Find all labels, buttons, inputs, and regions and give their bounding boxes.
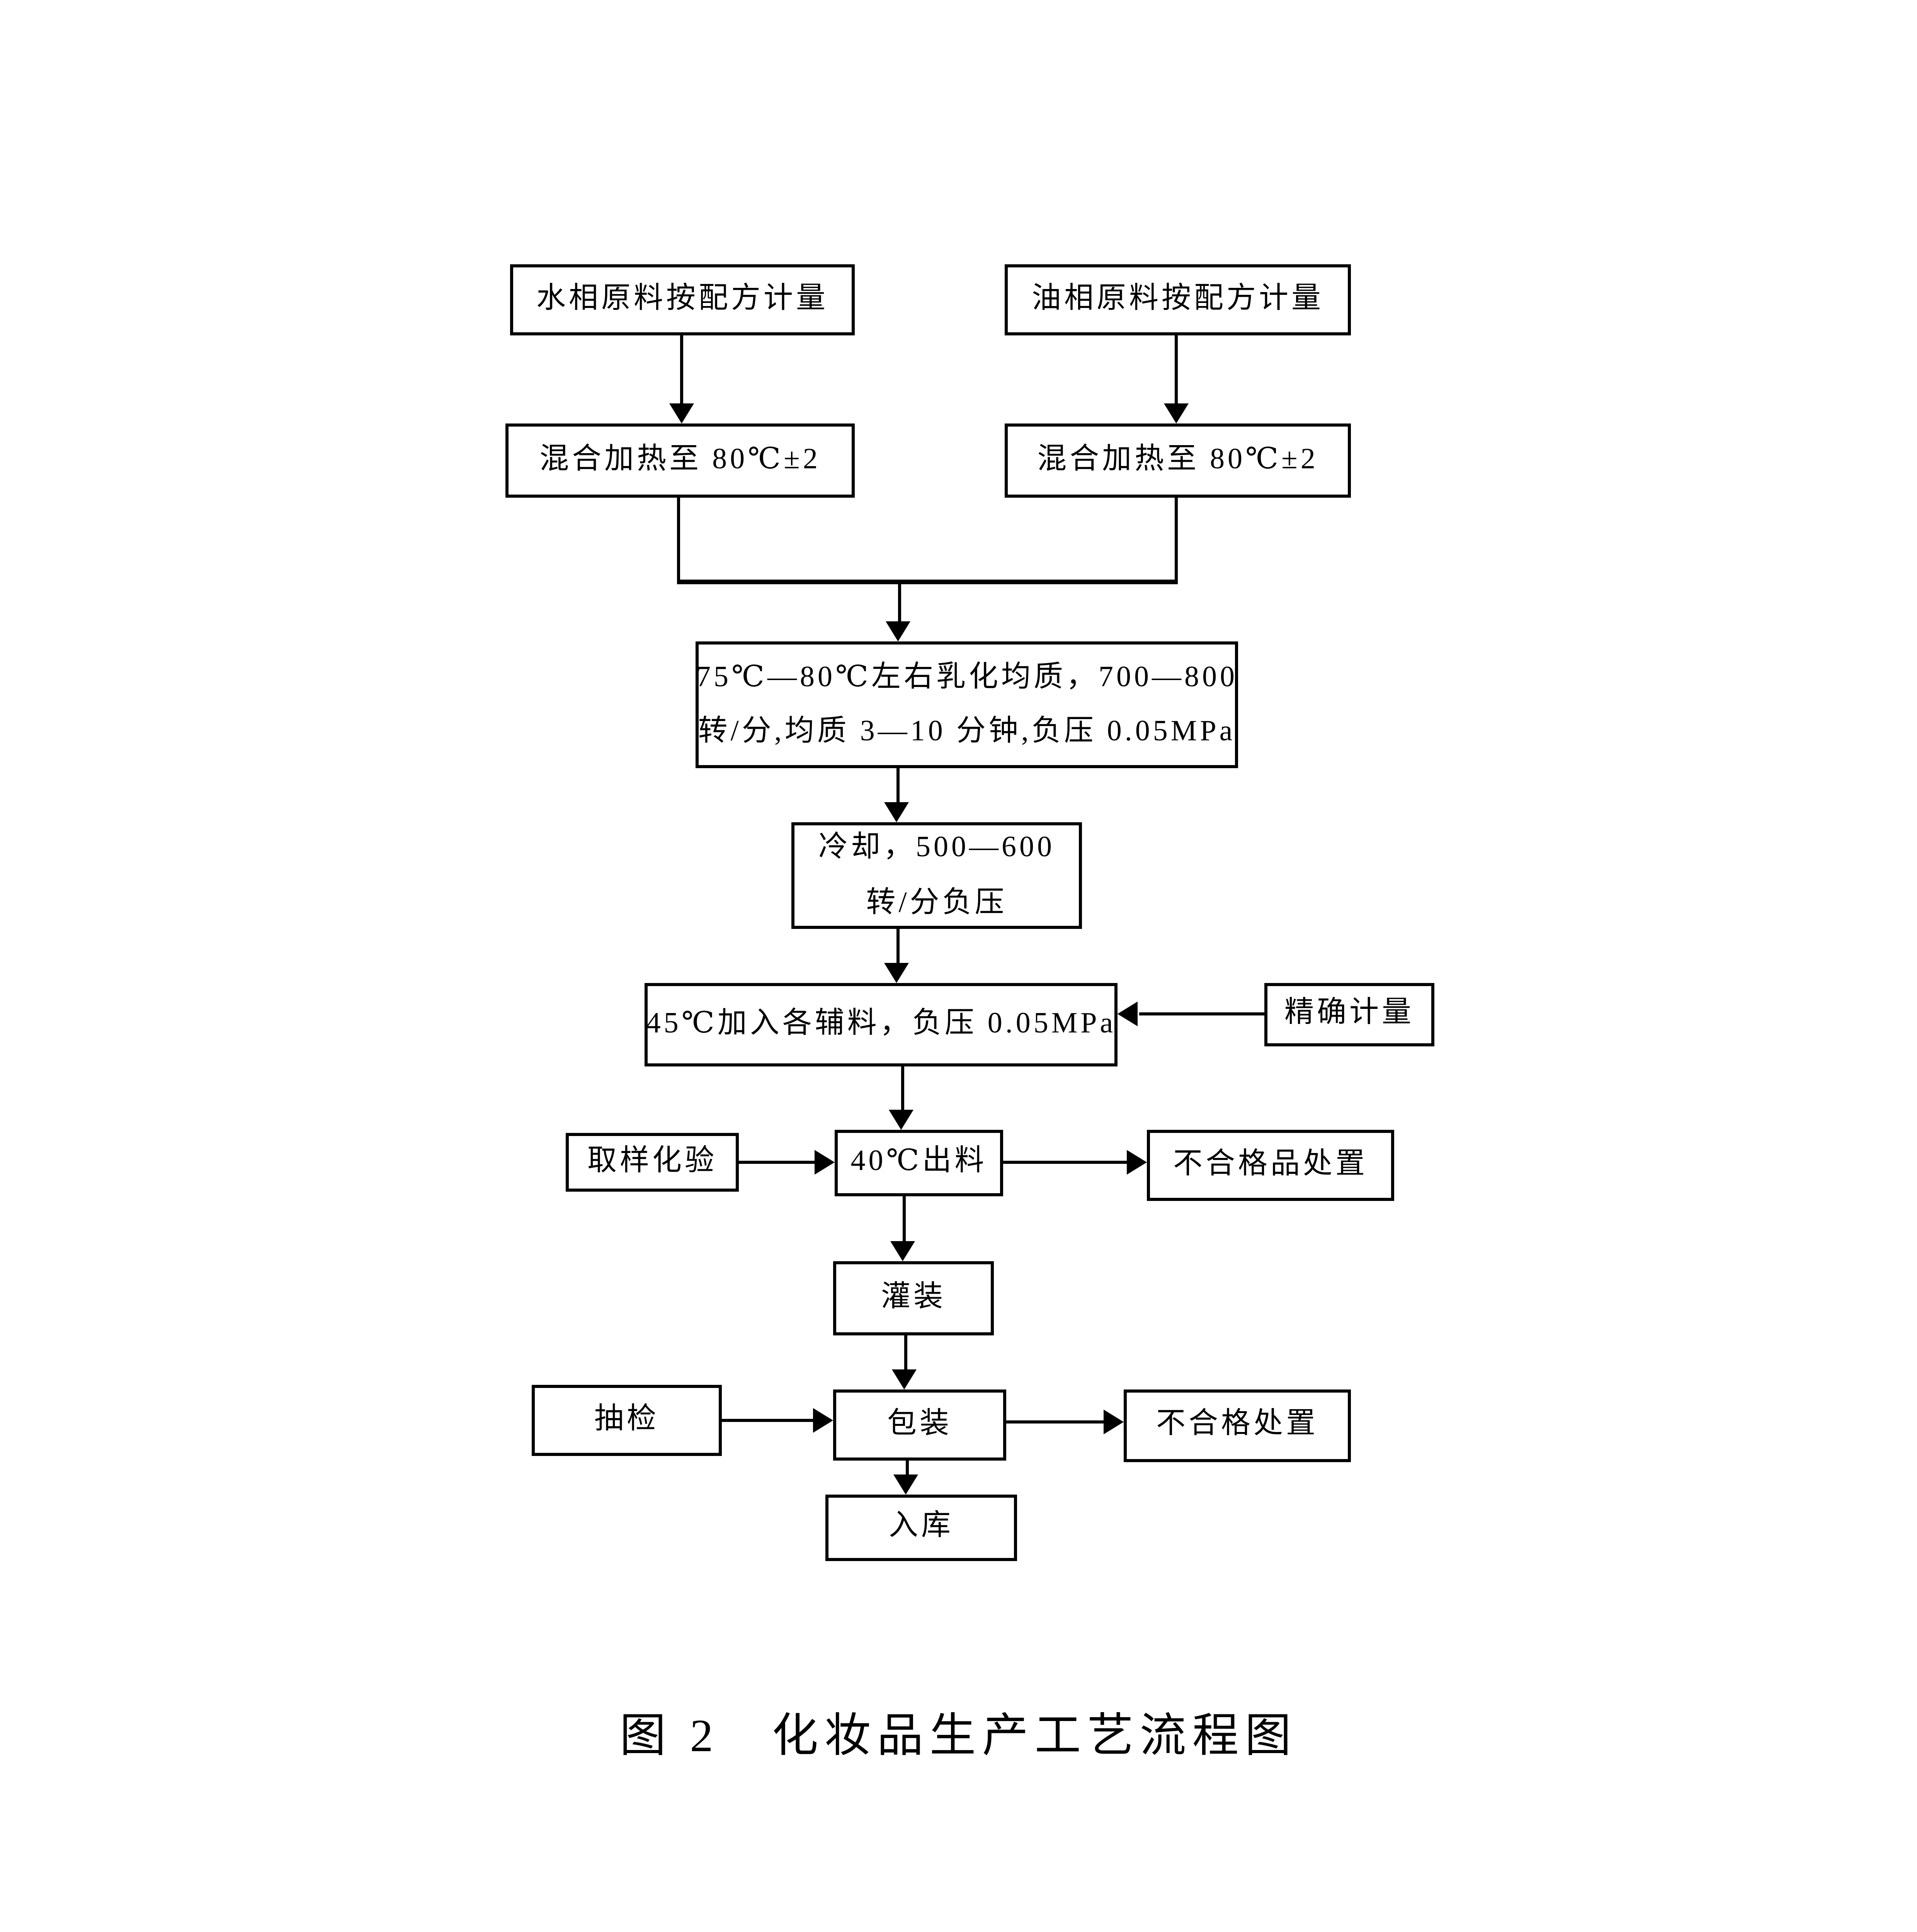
connector-water-to-heat-left	[680, 335, 683, 403]
arrowhead-metering-to-additives	[1118, 1002, 1138, 1026]
connector-packaging-to-storage	[906, 1461, 909, 1476]
arrowhead-discharge-to-filling	[890, 1241, 915, 1261]
connector-inspection-to-packaging	[722, 1419, 813, 1422]
arrowhead-oil-to-heat-right	[1164, 403, 1189, 423]
flow-node-packaging-label: 包装	[887, 1408, 952, 1440]
connector-sampling-to-discharge	[739, 1161, 815, 1164]
flow-node-metering: 精确计量	[1264, 983, 1434, 1046]
flow-node-reject-product: 不合格品处置	[1147, 1130, 1394, 1201]
arrowhead-sampling-to-discharge	[815, 1150, 835, 1175]
connector-merge-to-emulsify	[898, 584, 901, 623]
arrowhead-packaging-to-storage	[893, 1475, 918, 1495]
connector-heat-right-drop	[1175, 498, 1178, 583]
connector-merge-horizontal	[677, 580, 1178, 584]
flow-node-heat-right: 混合加热至 80℃±2	[1005, 423, 1351, 498]
flow-node-cool-line2: 转/分负压	[866, 886, 1007, 919]
flow-node-water-phase: 水相原料按配方计量	[510, 264, 855, 335]
flow-node-emulsify-line2: 转/分,均质 3—10 分钟,负压 0.05MPa	[698, 716, 1236, 748]
arrowhead-emulsify-to-cool	[884, 802, 909, 822]
flow-node-oil-phase-label: 油相原料按配方计量	[1031, 282, 1324, 315]
flow-node-heat-right-label: 混合加热至 80℃±2	[1037, 443, 1318, 476]
arrowhead-cool-to-additives	[884, 963, 909, 983]
flow-node-filling-label: 灌装	[881, 1281, 946, 1313]
flow-node-additives-label: 45℃加入各辅料，负压 0.05MPa	[646, 1007, 1116, 1040]
arrowhead-filling-to-packaging	[892, 1369, 917, 1389]
flow-node-water-phase-label: 水相原料按配方计量	[536, 282, 828, 315]
connector-filling-to-packaging	[904, 1335, 907, 1371]
flow-node-additives: 45℃加入各辅料，负压 0.05MPa	[645, 983, 1118, 1066]
flow-node-metering-label: 精确计量	[1284, 997, 1414, 1030]
arrowhead-inspection-to-packaging	[813, 1408, 833, 1433]
connector-metering-to-additives	[1139, 1012, 1264, 1015]
flow-node-cool-line1: 冷却，500—600	[818, 832, 1055, 865]
flow-node-sampling-label: 取样化验	[587, 1145, 717, 1177]
flow-node-filling: 灌装	[833, 1261, 994, 1335]
connector-emulsify-to-cool	[896, 768, 900, 804]
arrowhead-merge-to-emulsify	[886, 621, 910, 641]
flow-node-emulsify-line1: 75℃—80℃左右乳化均质，700—800	[696, 661, 1238, 694]
flow-node-discharge: 40℃出料	[835, 1130, 1003, 1196]
flow-node-discharge-label: 40℃出料	[850, 1146, 987, 1178]
connector-oil-to-heat-right	[1175, 335, 1178, 403]
flow-node-reject-product-label: 不合格品处置	[1173, 1148, 1368, 1180]
connector-additives-to-discharge	[901, 1066, 904, 1111]
flow-node-storage: 入库	[825, 1495, 1017, 1561]
flow-node-inspection-label: 抽检	[594, 1403, 659, 1435]
connector-packaging-to-reject-handling	[1006, 1420, 1104, 1423]
figure-caption: 图 2 化妆品生产工艺流程图	[619, 1711, 1298, 1762]
flow-node-reject-handling: 不合格处置	[1124, 1389, 1351, 1462]
arrowhead-water-to-heat-left	[669, 403, 694, 423]
connector-cool-to-additives	[896, 929, 900, 964]
connector-discharge-to-filling	[903, 1196, 906, 1243]
flow-node-inspection: 抽检	[532, 1385, 722, 1456]
flow-node-storage-label: 入库	[888, 1510, 954, 1543]
flow-node-reject-handling-label: 不合格处置	[1156, 1408, 1318, 1441]
flow-node-oil-phase: 油相原料按配方计量	[1005, 264, 1351, 335]
flow-node-heat-left-label: 混合加热至 80℃±2	[539, 443, 821, 476]
flow-node-sampling: 取样化验	[566, 1133, 739, 1192]
arrowhead-additives-to-discharge	[889, 1110, 913, 1130]
connector-heat-left-drop	[677, 498, 680, 583]
flow-node-packaging: 包装	[833, 1389, 1006, 1461]
arrowhead-discharge-to-reject-product	[1127, 1150, 1147, 1175]
arrowhead-packaging-to-reject-handling	[1104, 1410, 1124, 1434]
flow-node-emulsify: 75℃—80℃左右乳化均质，700—800 转/分,均质 3—10 分钟,负压 …	[696, 641, 1238, 768]
connector-discharge-to-reject-product	[1003, 1161, 1127, 1164]
flow-node-heat-left: 混合加热至 80℃±2	[505, 423, 855, 498]
flow-node-cool: 冷却，500—600 转/分负压	[791, 822, 1082, 929]
